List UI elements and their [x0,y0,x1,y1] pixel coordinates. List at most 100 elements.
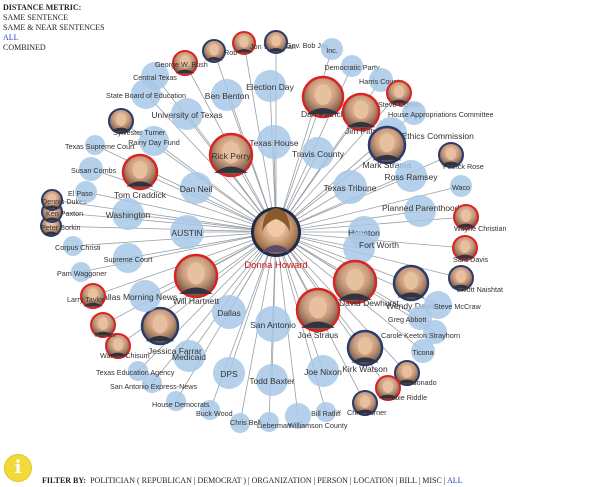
metric-option-all[interactable]: ALL [3,33,19,42]
node-bubble[interactable] [259,412,279,432]
graph-node[interactable]: Chris Bell [230,413,261,433]
graph-node[interactable]: Carole Keeton Strayhorn [381,320,460,344]
info-icon[interactable]: i [4,454,32,482]
graph-node[interactable]: DPS [213,357,245,389]
graph-node[interactable]: Steve McCraw [424,291,482,319]
graph-node[interactable]: Wayne Christian [453,204,506,233]
node-bubble[interactable] [316,402,336,422]
graph-node[interactable]: Rainy Day Fund [128,126,180,156]
filter-republican[interactable]: REPUBLICAN [141,476,192,485]
node-bubble[interactable] [113,243,143,273]
graph-node[interactable]: San Antonio [250,306,296,342]
graph-node[interactable]: Ben Benton [205,79,250,111]
node-bubble[interactable] [166,391,186,411]
graph-node[interactable]: Hunter [90,312,117,339]
metric-option-same-near-sentences[interactable]: SAME & NEAR SENTENCES [3,23,105,32]
node-bubble[interactable] [129,280,161,312]
graph-node[interactable]: Joe Nixon [304,355,342,387]
node-bubble[interactable] [307,355,339,387]
graph-node[interactable]: Dallas [212,295,246,329]
graph-node[interactable]: House Democrats [152,391,210,411]
node-bubble[interactable] [128,361,148,381]
node-bubble[interactable] [212,295,246,329]
graph-node[interactable]: Greg Abbott [388,306,432,330]
graph-node[interactable]: Larry Taylor [67,283,106,309]
graph-node[interactable]: Todd Baxter [249,364,295,396]
graph-node[interactable]: Bill Ratliff [311,402,341,422]
node-bubble[interactable] [255,306,291,342]
node-bubble[interactable] [411,339,435,363]
node-bubble[interactable] [200,400,220,420]
graph-node[interactable]: Medicaid [172,340,206,372]
node-bubble[interactable] [408,306,432,330]
node-bubble[interactable] [71,262,91,282]
graph-node[interactable]: Lieberman [257,412,291,432]
graph-node[interactable]: Dennis Dukes [41,189,87,211]
graph-node[interactable]: Election Day [246,70,295,102]
graph-node[interactable]: Fort Worth [343,232,399,264]
node-bubble[interactable] [142,373,162,393]
graph-node[interactable]: Buck Wood [196,400,233,420]
filter-all[interactable]: ALL [446,476,463,485]
graph-node[interactable]: Sylvester Turner [108,108,166,137]
node-bubble[interactable] [213,357,245,389]
graph-node[interactable]: Sara Davis [452,235,489,264]
node-bubble[interactable] [180,172,212,204]
node-bubble[interactable] [257,125,291,159]
graph-node[interactable]: Pam Waggoner [57,262,107,282]
filter-bill[interactable]: BILL [399,476,417,485]
filter-person[interactable]: PERSON [317,476,348,485]
graph-node[interactable]: Planned Parenthood [382,195,460,227]
filter-organization[interactable]: ORGANIZATION [251,476,312,485]
graph-node[interactable]: Joe Straus [295,287,341,340]
node-bubble[interactable] [139,126,169,156]
node-bubble[interactable] [404,195,436,227]
node-bubble[interactable] [75,181,97,203]
filter-politician[interactable]: POLITICIAN [90,476,135,485]
node-bubble[interactable] [402,101,426,125]
graph-node[interactable]: AUSTIN [170,215,204,249]
node-bubble[interactable] [423,320,447,344]
graph-node[interactable]: Harris County [359,68,403,92]
graph-node[interactable]: Patrick Rose [438,142,484,171]
graph-node[interactable]: Tom Craddick [114,153,167,200]
graph-node[interactable]: House Appropriations Committee [388,101,493,125]
node-bubble[interactable] [369,68,393,92]
metric-option-same-sentence[interactable]: SAME SENTENCE [3,13,69,22]
graph-node[interactable]: Texas House [249,125,299,159]
graph-node[interactable]: Corpus Christi [55,236,101,256]
graph-node[interactable]: Dallas Morning News [97,280,177,312]
graph-node[interactable]: Supreme Court [104,243,153,273]
graph-node[interactable]: Central Texas [133,62,177,90]
node-bubble[interactable] [230,413,250,433]
graph-node[interactable]: Mark Strama [363,125,412,170]
filter-democrat[interactable]: DEMOCRAT [197,476,242,485]
graph-node[interactable]: Will Hartnett [173,253,220,306]
graph-node[interactable]: Dan Neil [180,172,213,204]
node-bubble[interactable] [333,170,367,204]
node-bubble[interactable] [173,340,205,372]
graph-node[interactable]: Inc. [321,38,343,60]
graph-node[interactable]: El Paso [68,181,97,203]
graph-node[interactable]: University of Texas [151,98,223,130]
metric-option-combined[interactable]: COMBINED [3,43,46,52]
graph-node[interactable]: David Dewhurst [332,259,400,308]
node-bubble[interactable] [254,70,286,102]
graph-node[interactable]: Susan Combs [71,157,117,181]
node-bubble[interactable] [85,135,105,155]
graph-node[interactable]: Kirk Watson [342,329,388,374]
graph-node[interactable]: Ross Ramsey [385,160,439,192]
graph-node[interactable]: San Antonio Express-News [110,373,197,393]
node-bubble[interactable] [211,79,243,111]
graph-node[interactable]: Debbie Riddle [375,375,427,402]
graph-node[interactable]: Waco [450,175,472,197]
graph-node[interactable]: Rick Perry [208,132,254,178]
graph-node[interactable]: Dan Patrick [301,75,346,119]
graph-node[interactable]: Wendy Davis [386,264,436,311]
node-bubble[interactable] [79,157,103,181]
graph-node[interactable]: Texas Education Agency [96,361,175,381]
node-bubble[interactable] [302,137,334,169]
graph-node[interactable]: Warren Chisum [100,333,150,360]
node-bubble[interactable] [450,175,472,197]
graph-node[interactable]: Maldonado [394,360,437,387]
